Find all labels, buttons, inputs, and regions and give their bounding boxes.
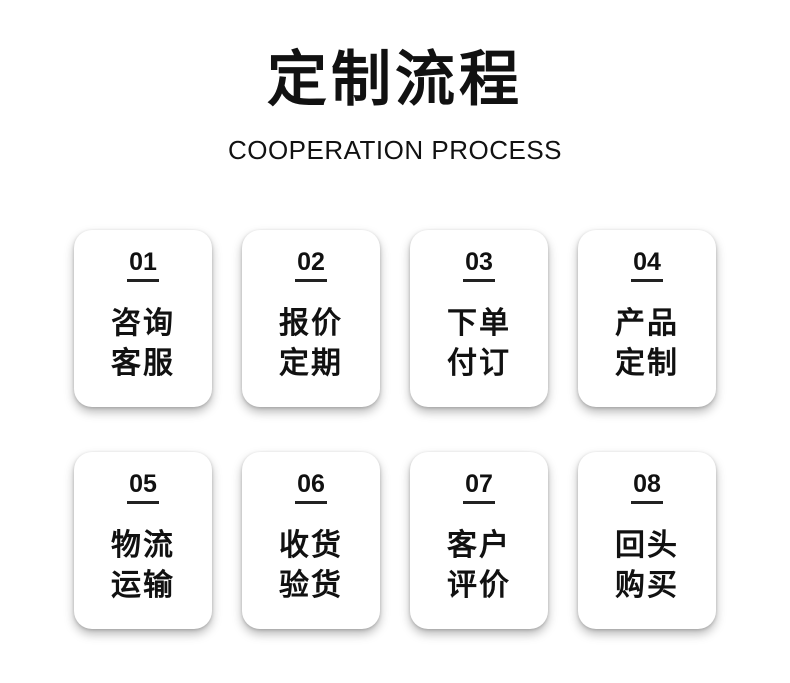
- step-card-06: 06 收货 验货: [242, 452, 380, 629]
- step-number: 05: [129, 470, 157, 498]
- step-number-underline: [463, 279, 495, 282]
- step-card-04: 04 产品 定制: [578, 230, 716, 407]
- step-label-line1: 物流: [111, 528, 175, 563]
- step-card-07: 07 客户 评价: [410, 452, 548, 629]
- step-number: 02: [297, 248, 325, 276]
- step-card-03: 03 下单 付订: [410, 230, 548, 407]
- step-card-08: 08 回头 购买: [578, 452, 716, 629]
- page-title: 定制流程: [267, 45, 523, 115]
- step-label-line2: 评价: [447, 568, 511, 603]
- step-number-underline: [295, 279, 327, 282]
- step-number-underline: [631, 279, 663, 282]
- step-card-02: 02 报价 定期: [242, 230, 380, 407]
- step-number: 01: [129, 248, 157, 276]
- step-label-line1: 收货: [279, 528, 343, 563]
- step-label-line2: 购买: [615, 568, 679, 603]
- step-number-underline: [295, 501, 327, 504]
- page-subtitle: COOPERATION PROCESS: [227, 135, 563, 165]
- step-number: 04: [633, 248, 661, 276]
- step-number: 08: [633, 470, 661, 498]
- step-number: 06: [297, 470, 325, 498]
- step-label-line1: 下单: [447, 306, 511, 341]
- step-label-line1: 回头: [615, 528, 679, 563]
- step-label-line2: 客服: [111, 346, 175, 381]
- step-label-line2: 付订: [447, 346, 511, 381]
- step-label-line1: 客户: [447, 528, 511, 563]
- step-card-01: 01 咨询 客服: [74, 230, 212, 407]
- step-label-line2: 运输: [111, 568, 175, 603]
- step-label-line1: 报价: [279, 306, 343, 341]
- step-number-underline: [127, 279, 159, 282]
- step-label-line2: 定制: [615, 346, 679, 381]
- step-label-line2: 验货: [279, 568, 343, 603]
- step-number: 07: [465, 470, 493, 498]
- step-card-05: 05 物流 运输: [74, 452, 212, 629]
- step-label-line1: 咨询: [111, 306, 175, 341]
- step-label-line2: 定期: [279, 346, 343, 381]
- step-number: 03: [465, 248, 493, 276]
- process-steps-grid: 01 咨询 客服 02 报价 定期 03 下单 付订 04 产品 定制 05 物…: [74, 230, 716, 629]
- step-number-underline: [631, 501, 663, 504]
- step-label-line1: 产品: [615, 306, 679, 341]
- step-number-underline: [463, 501, 495, 504]
- step-number-underline: [127, 501, 159, 504]
